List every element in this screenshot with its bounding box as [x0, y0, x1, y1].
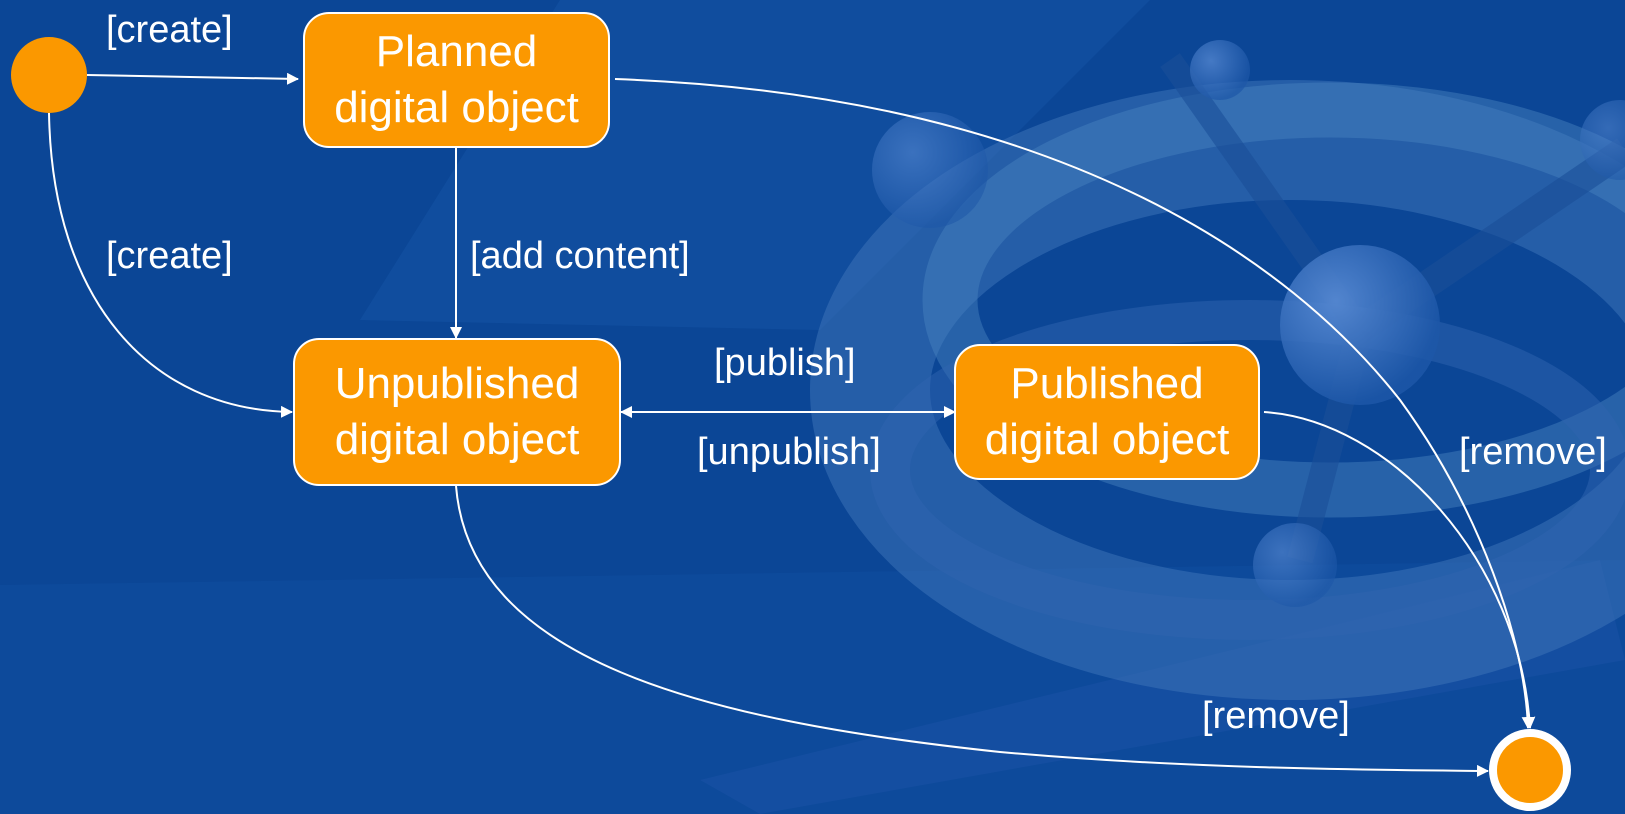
label-remove-right: [remove]: [1459, 431, 1607, 473]
label-remove-bottom: [remove]: [1202, 695, 1350, 737]
state-unpublished: Unpublished digital object: [293, 338, 621, 486]
state-planned: Planned digital object: [303, 12, 610, 148]
final-state-node: [1489, 729, 1571, 811]
label-create-left: [create]: [106, 235, 233, 277]
label-add-content: [add content]: [470, 235, 690, 277]
arrow-create-to-planned: [86, 72, 299, 85]
arrow-published-remove: [1263, 411, 1536, 729]
arrow-planned-remove: [614, 78, 1534, 729]
label-publish: [publish]: [714, 342, 856, 384]
state-published: Published digital object: [954, 344, 1260, 480]
arrow-create-to-unpublished: [48, 112, 293, 418]
initial-state-node: [11, 37, 87, 113]
arrow-unpublished-remove: [455, 485, 1489, 777]
state-unpublished-line1: Unpublished: [334, 359, 580, 408]
state-published-line1: Published: [1010, 359, 1204, 408]
state-planned-line2: digital object: [334, 83, 579, 132]
state-published-line2: digital object: [984, 415, 1230, 464]
state-unpublished-line2: digital object: [334, 415, 580, 464]
state-planned-line1: Planned: [375, 27, 538, 76]
label-unpublish: [unpublish]: [697, 431, 881, 473]
label-create-top: [create]: [106, 9, 233, 51]
